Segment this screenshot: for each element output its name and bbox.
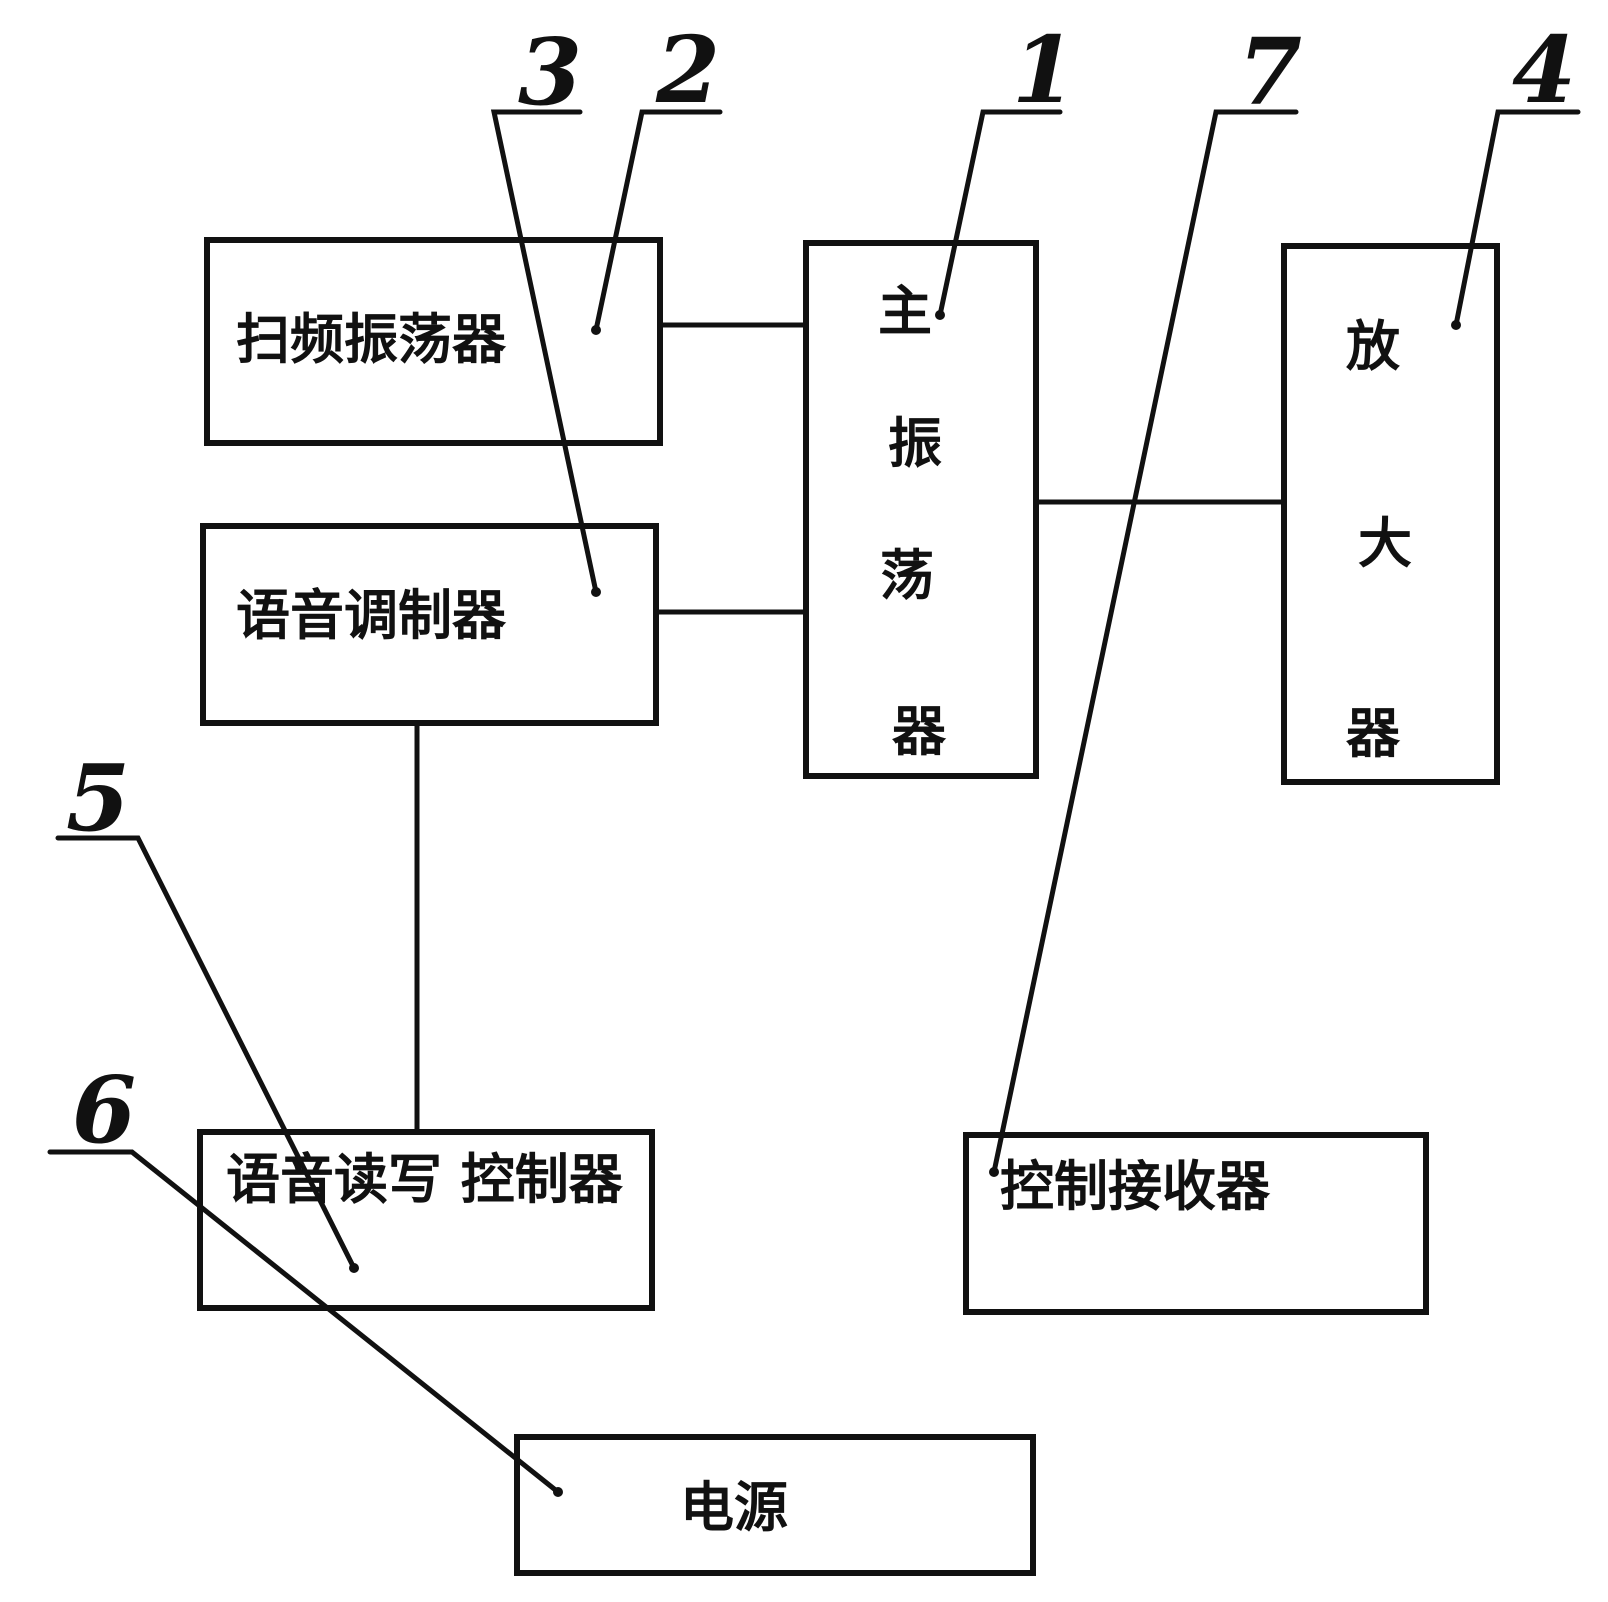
sweep-oscillator-block: 扫频振荡器 [204, 237, 663, 446]
callout-dot-7 [989, 1167, 999, 1177]
power-supply-label: 电源 [680, 1476, 788, 1539]
callout-leader-2 [593, 109, 723, 333]
voice-rw-controller-label: 语音读写 控制器 [226, 1148, 624, 1211]
callout-dot-3 [591, 587, 601, 597]
callout-dot-2 [591, 325, 601, 335]
callout-dot-6 [553, 1487, 563, 1497]
main-oscillator-char-2: 振 [888, 412, 942, 475]
voice-modulator-label: 语音调制器 [236, 584, 507, 647]
callout-leader-4 [1453, 109, 1581, 328]
amplifier-char-3: 器 [1346, 702, 1401, 765]
callout-leader-6 [47, 1149, 561, 1495]
voice-modulator-block: 语音调制器 [200, 523, 659, 726]
main-oscillator-char-3: 荡 [880, 544, 934, 607]
callout-leader-3 [490, 109, 599, 595]
callout-number-7: 7 [1238, 18, 1302, 126]
callout-dot-4 [1451, 320, 1461, 330]
amplifier-char-2: 大 [1358, 512, 1412, 575]
control-receiver-label: 控制接收器 [1000, 1155, 1271, 1218]
callout-dot-1 [935, 310, 945, 320]
amplifier-char-1: 放 [1346, 315, 1400, 378]
callout-number-1: 1 [1012, 16, 1076, 124]
control-receiver-block: 控制接收器 [963, 1132, 1429, 1315]
callout-dot-5 [349, 1263, 359, 1273]
callout-number-6: 6 [72, 1056, 136, 1164]
voice-rw-controller-block: 语音读写 控制器 [197, 1129, 655, 1311]
main-oscillator-char-4: 器 [892, 700, 947, 763]
amplifier-block: 放 大 器 [1281, 243, 1500, 785]
sweep-oscillator-label: 扫频振荡器 [236, 308, 507, 371]
callout-leader-1 [937, 109, 1063, 318]
main-oscillator-char-1: 主 [878, 280, 932, 343]
main-oscillator-block: 主 振 荡 器 [803, 240, 1039, 779]
callout-number-5: 5 [66, 744, 130, 852]
callout-number-3: 3 [518, 18, 582, 126]
power-supply-block: 电源 [514, 1434, 1036, 1576]
callout-number-4: 4 [1512, 16, 1576, 124]
callout-number-2: 2 [655, 16, 720, 124]
callout-leader-5 [55, 835, 357, 1271]
callout-leader-7 [991, 109, 1299, 1175]
